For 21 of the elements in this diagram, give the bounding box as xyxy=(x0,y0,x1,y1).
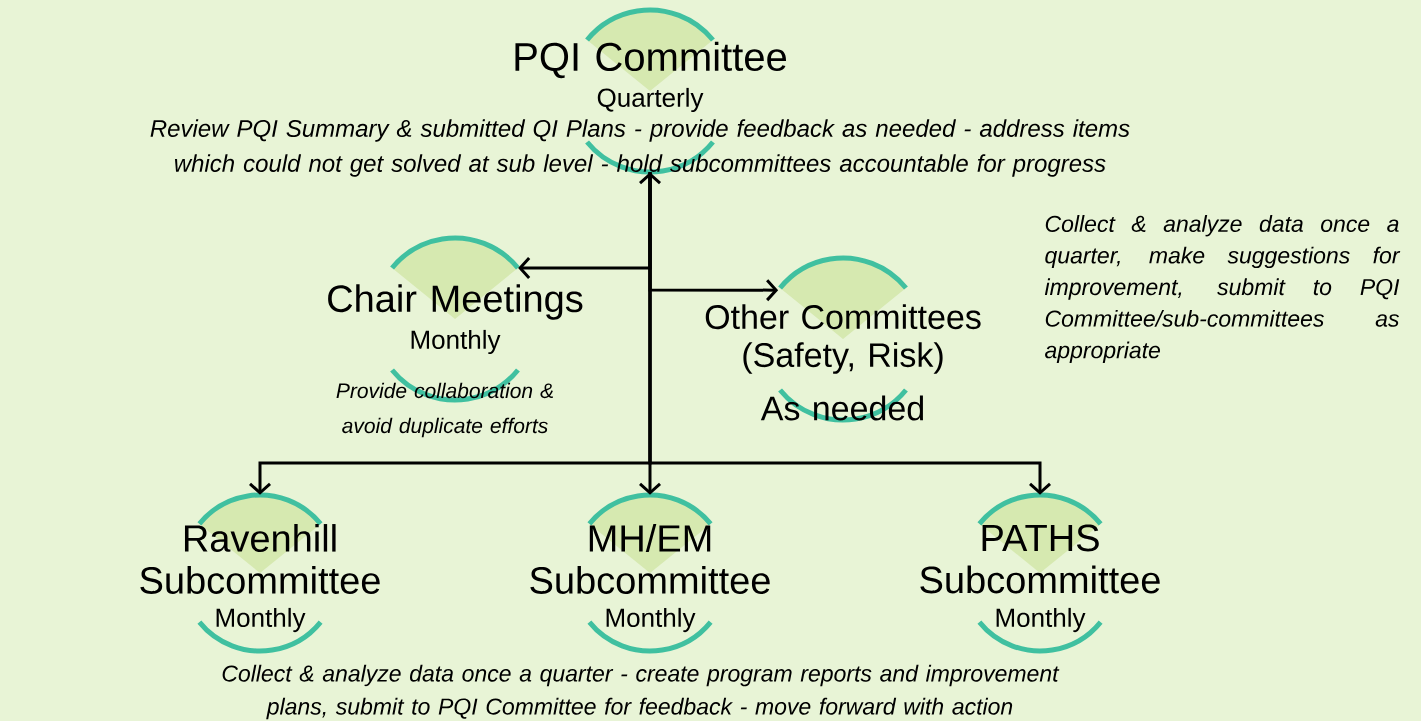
meeting-frequency: Quarterly xyxy=(597,87,704,113)
description-text: Collect & analyze data once a quarter - create program reports and improvement plans, submit to PQI Committee for feedback - move forward with action xyxy=(222,664,1060,720)
committee-name: Ravenhill Subcommittee xyxy=(140,524,380,594)
committee-name: PQI Committee xyxy=(515,41,787,79)
committee-node xyxy=(705,255,981,423)
committee-node xyxy=(530,492,770,654)
committee-name: PATHS Subcommittee xyxy=(920,524,1160,594)
arrow xyxy=(648,172,1051,495)
committee-name: Other Committees (Safety, Risk) xyxy=(705,304,981,374)
description-text: Collect & analyze data once a quarter, make suggestions for improvement, submit to PQI Committee/sub-committees as appropriate xyxy=(1044,215,1401,363)
arrow xyxy=(639,172,661,495)
committee-name: Chair Meetings xyxy=(328,284,583,320)
committee-node xyxy=(328,235,583,403)
committee-name: MH/EM Subcommittee xyxy=(530,524,770,594)
committee-node xyxy=(920,492,1160,654)
meeting-frequency: Monthly xyxy=(996,607,1086,633)
committee-node xyxy=(150,7,1130,177)
committee-node xyxy=(140,492,380,654)
meeting-frequency: Monthly xyxy=(216,607,306,633)
meeting-frequency: Monthly xyxy=(606,607,696,633)
meeting-frequency: Monthly xyxy=(411,329,501,355)
